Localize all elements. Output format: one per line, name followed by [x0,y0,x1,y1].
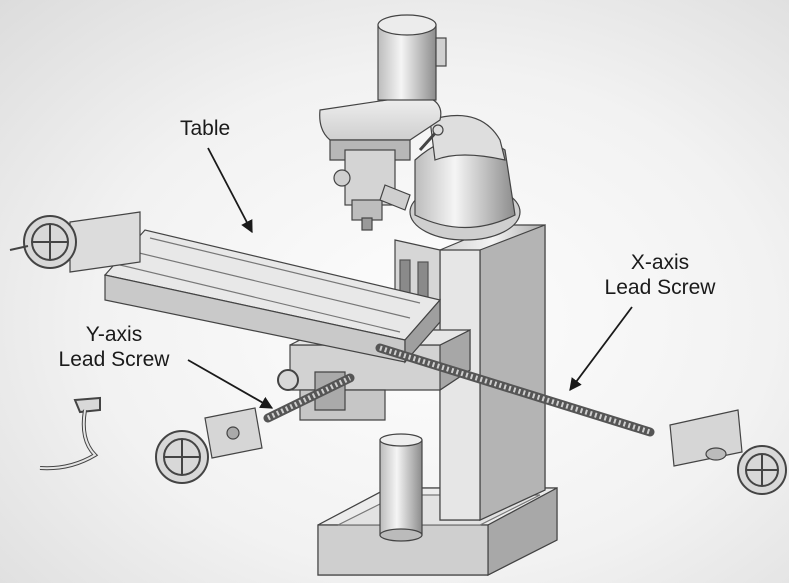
y-axis-label-line1: Y-axis [85,323,143,346]
knee-crank-handle [39,369,299,471]
machine-head [319,94,521,241]
table-part [69,211,442,364]
y-axis-lead-screw-part [263,373,355,423]
table-label: Table [180,117,231,140]
handwheel-left-x [9,215,77,269]
table-arrow [207,147,253,234]
spindle-motor [377,14,447,101]
handwheel-right-x [737,445,787,495]
x-axis-lead-screw-part [375,343,655,437]
y-axis-lead-screw-label: Y-axis Lead Screw [40,322,188,372]
elevating-screw [379,433,423,542]
bracket-y [204,407,263,459]
x-axis-lead-screw-label: X-axis Lead Screw [590,250,730,300]
handwheel-y [155,430,209,484]
bracket-x [669,409,743,467]
y-axis-label-line2: Lead Screw [58,348,170,371]
x-axis-arrow [569,306,633,392]
x-axis-label-line2: Lead Screw [604,276,716,299]
y-axis-arrow [187,359,274,409]
leader-arrows [187,147,633,409]
x-axis-label-line1: X-axis [630,251,690,274]
